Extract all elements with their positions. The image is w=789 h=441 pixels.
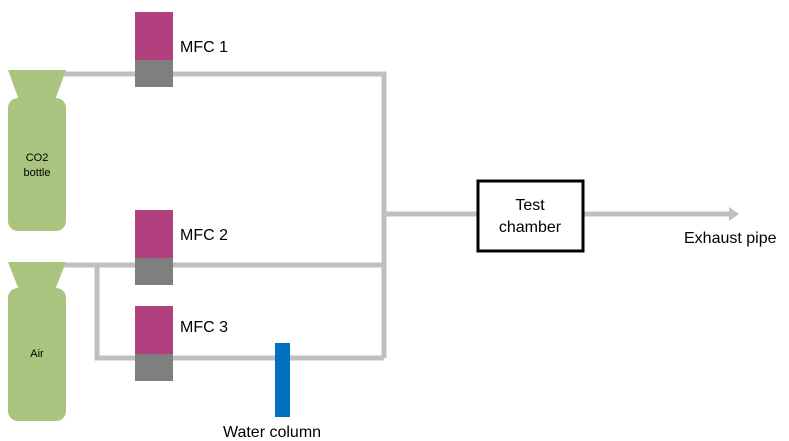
co2-cylinder: CO2 bottle <box>8 70 66 231</box>
mfc-2: MFC 2 <box>135 210 228 285</box>
co2-cylinder-valve <box>8 70 66 100</box>
exhaust-pipe-label: Exhaust pipe <box>684 230 777 247</box>
mfc-3-base <box>135 354 173 381</box>
mfc-3-top <box>135 306 173 354</box>
water-column-label: Water column <box>223 424 321 441</box>
mfc-1-base <box>135 60 173 87</box>
air-cylinder: Air <box>8 262 66 421</box>
test-chamber-box <box>476 179 585 253</box>
mfc-2-label: MFC 2 <box>180 227 228 244</box>
water-column: Water column <box>223 343 321 441</box>
mfc-1: MFC 1 <box>135 12 228 87</box>
co2-cylinder-label-line2: bottle <box>24 167 51 179</box>
mfc-2-top <box>135 210 173 258</box>
mfc-2-base <box>135 258 173 285</box>
air-cylinder-body <box>8 288 66 421</box>
test-chamber-label-line2: chamber <box>499 219 562 236</box>
air-cylinder-valve <box>8 262 66 290</box>
pipe-co2-line <box>62 71 387 358</box>
exhaust-arrow-head <box>729 207 739 221</box>
mfc-1-label: MFC 1 <box>180 39 228 56</box>
air-cylinder-label: Air <box>30 348 44 360</box>
test-chamber: Test chamber <box>476 179 585 253</box>
mfc-3-label: MFC 3 <box>180 319 228 336</box>
water-column-bar <box>275 343 290 417</box>
mfc-3: MFC 3 <box>135 306 228 381</box>
co2-cylinder-body <box>8 98 66 231</box>
test-chamber-label-line1: Test <box>515 197 545 214</box>
co2-cylinder-label-line1: CO2 <box>26 152 49 164</box>
mfc-1-top <box>135 12 173 60</box>
